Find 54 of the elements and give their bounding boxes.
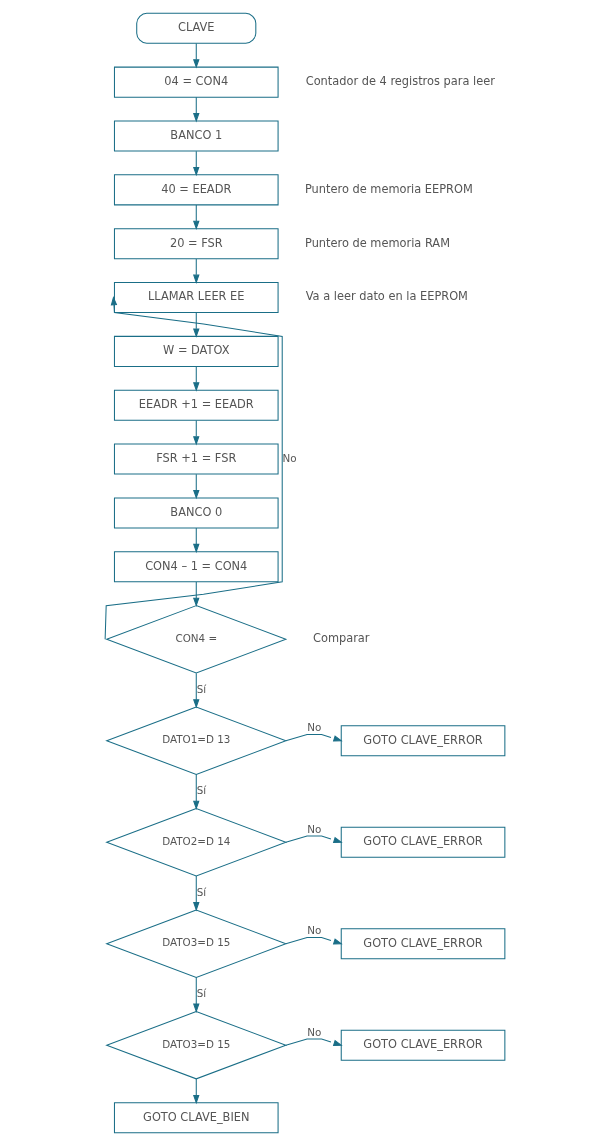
arrow	[193, 473, 200, 500]
arrow	[285, 937, 343, 945]
arrow	[193, 977, 200, 1013]
arrow	[285, 835, 343, 844]
arrow	[193, 366, 200, 392]
edge-label: No	[307, 721, 322, 734]
node-box: W = DATOX	[113, 335, 279, 367]
edge-label: No	[282, 451, 297, 464]
node-label: Puntero de memoria RAM	[305, 235, 450, 250]
node-box: BANCO 0	[113, 497, 279, 529]
node-diamond: CON4 =	[105, 605, 288, 674]
node-box: GOTO CLAVE_ERROR	[340, 725, 506, 757]
arrow	[193, 1078, 200, 1105]
node-diamond: DATO3=D 15	[105, 909, 288, 978]
node-box: EEADR +1 = EEADR	[113, 389, 279, 421]
edge-label: No	[307, 1025, 322, 1038]
arrow	[193, 875, 200, 912]
node-box: GOTO CLAVE_BIEN	[113, 1102, 279, 1134]
node-label: Va a leer dato en la EEPROM	[305, 289, 468, 304]
node-diamond: DATO2=D 14	[105, 808, 288, 877]
node-label: Contador de 4 registros para leer	[305, 74, 495, 89]
arrow	[193, 96, 200, 123]
node-box: 20 = FSR	[113, 228, 279, 260]
node-label: Comparar	[312, 631, 370, 646]
arrow	[193, 419, 200, 446]
node-box: BANCO 1	[113, 120, 279, 152]
node-diamond: DATO1=D 13	[105, 706, 288, 775]
node-box: FSR +1 = FSR	[113, 443, 279, 475]
edge-label: Sí	[196, 682, 207, 695]
node-box: 04 = CON4	[113, 66, 279, 98]
arrow	[193, 150, 200, 177]
edge-label: No	[307, 822, 322, 835]
arrow	[285, 1038, 343, 1046]
edge-label: Sí	[196, 987, 207, 1000]
arrow	[193, 42, 200, 69]
arrow	[193, 672, 200, 709]
arrow	[193, 774, 200, 810]
node-box: CLAVE	[136, 12, 257, 44]
edge-label: Sí	[196, 885, 207, 898]
node-box: 40 = EEADR	[113, 174, 279, 206]
node-box: GOTO CLAVE_ERROR	[340, 826, 506, 858]
node-box: LLAMAR LEER EE	[113, 282, 279, 314]
node-diamond: DATO3=D 15	[105, 1011, 288, 1080]
arrow	[285, 734, 343, 742]
node-label: Puntero de memoria EEPROM	[304, 181, 473, 196]
arrow	[193, 258, 200, 284]
node-box: GOTO CLAVE_ERROR	[340, 928, 506, 960]
node-box: CON4 – 1 = CON4	[113, 551, 279, 583]
arrow	[193, 204, 200, 231]
arrow	[193, 527, 200, 554]
edge-label: Sí	[196, 784, 207, 797]
arrow	[104, 296, 283, 640]
node-box: GOTO CLAVE_ERROR	[340, 1029, 506, 1061]
edge-label: No	[307, 924, 322, 937]
